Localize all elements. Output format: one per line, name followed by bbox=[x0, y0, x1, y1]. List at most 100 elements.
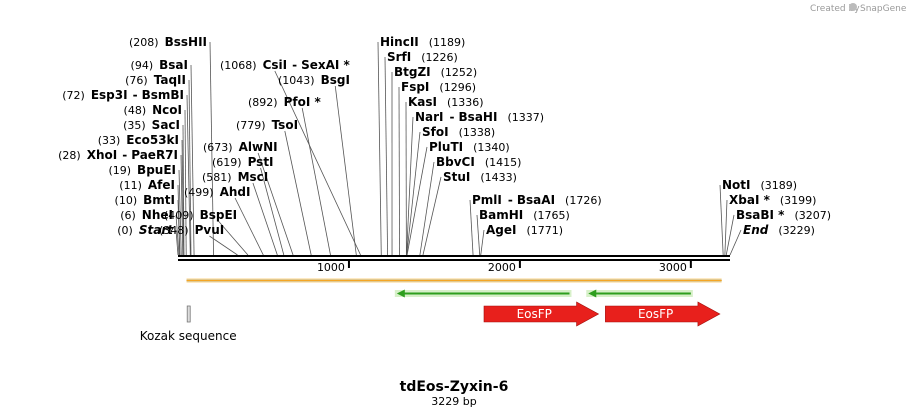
site-position: (1043) bbox=[278, 74, 315, 87]
site-position: (11) bbox=[119, 179, 142, 192]
site-position: (1415) bbox=[485, 156, 522, 169]
site-name: CsiI bbox=[263, 58, 288, 72]
site-position: (1340) bbox=[473, 141, 510, 154]
site-position: (1337) bbox=[507, 111, 544, 124]
site-noti: NotI(3189) bbox=[722, 178, 797, 192]
plasmid-length: 3229 bp bbox=[431, 395, 476, 408]
site-leader bbox=[406, 131, 421, 256]
ruler-tick-label: 2000 bbox=[488, 261, 516, 274]
site-leader bbox=[469, 199, 474, 256]
site-name: AgeI bbox=[486, 223, 516, 237]
site-name: SacI bbox=[152, 118, 180, 132]
site-name: NheI bbox=[142, 208, 173, 222]
site-leader bbox=[180, 154, 184, 256]
features: EosFP EosFP Kozak sequence bbox=[140, 278, 722, 343]
feature-kozak: Kozak sequence bbox=[140, 305, 237, 343]
site-leader bbox=[209, 235, 238, 256]
site-bpuei: BpuEI(19) bbox=[108, 163, 176, 177]
arrow-left-icon bbox=[396, 289, 405, 298]
site-name-separator: - bbox=[508, 193, 513, 207]
site-srfi: SrfI (1226) bbox=[387, 50, 458, 64]
site-leader bbox=[301, 107, 331, 256]
site-position: (33) bbox=[98, 134, 121, 147]
site-position: (3207) bbox=[794, 209, 831, 222]
site-name: TaqII bbox=[154, 73, 186, 87]
site-position: (1068) bbox=[220, 59, 257, 72]
site-btgzi: BtgZI(1252) bbox=[394, 65, 477, 79]
site-position: (1765) bbox=[533, 209, 570, 222]
site-bspei: (409)BspEI bbox=[164, 208, 237, 222]
site-leader bbox=[274, 70, 361, 256]
site-position: (499) bbox=[184, 186, 214, 199]
arrow-left-icon bbox=[588, 289, 597, 298]
site-leader bbox=[175, 229, 179, 256]
site-name: PmlI bbox=[472, 193, 502, 207]
site-name: BpuEI bbox=[137, 163, 176, 177]
ruler-tick-label: 1000 bbox=[317, 261, 345, 274]
site-leader bbox=[384, 56, 388, 256]
site-position: (1252) bbox=[441, 66, 478, 79]
feature-label: EosFP bbox=[638, 307, 673, 321]
site-sfoi: SfoI(1338) bbox=[422, 125, 495, 139]
site-leader bbox=[334, 85, 357, 256]
site-leader bbox=[719, 184, 724, 256]
site-position: (1226) bbox=[421, 51, 458, 64]
site-name: AfeI bbox=[148, 178, 175, 192]
site-position: (779) bbox=[236, 119, 266, 132]
site-name: MscI bbox=[238, 170, 269, 184]
site-position: (892) bbox=[248, 96, 278, 109]
site-name: Esp3I bbox=[91, 88, 128, 102]
site-end: End(3229) bbox=[743, 223, 815, 237]
site-name: HincII bbox=[380, 35, 419, 49]
site-name: Eco53kI bbox=[126, 133, 179, 147]
site-position: (0) bbox=[117, 224, 133, 237]
site-name: AhdI bbox=[220, 185, 251, 199]
site-position: (673) bbox=[203, 141, 233, 154]
site-position: (35) bbox=[123, 119, 146, 132]
site-bsgi: (1043) BsgI bbox=[278, 73, 350, 87]
site-name: BbvCI bbox=[436, 155, 475, 169]
site-position: (409) bbox=[164, 209, 194, 222]
feature-eosfp-2: EosFP bbox=[605, 301, 721, 327]
site-position: (1338) bbox=[459, 126, 496, 139]
site-leader bbox=[260, 167, 285, 256]
site-leader bbox=[422, 176, 442, 256]
site-name: PvuI bbox=[195, 223, 225, 237]
ruler-tick-label: 3000 bbox=[659, 261, 687, 274]
site-tsoi: (779)TsoI bbox=[236, 118, 298, 132]
site-leader bbox=[190, 64, 195, 256]
site-leader bbox=[182, 124, 185, 256]
site-leader-lines bbox=[175, 41, 742, 256]
site-leader bbox=[181, 139, 185, 256]
site-psti: (619)PstI bbox=[212, 155, 274, 169]
site-fspi: FspI(1296) bbox=[401, 80, 476, 94]
site-position: (10) bbox=[115, 194, 138, 207]
restriction-site-labels: Start(0)NheI(6)BmtI(10)AfeI(11)BpuEI(19)… bbox=[58, 35, 831, 237]
site-position: (1726) bbox=[565, 194, 602, 207]
site-stui: StuI(1433) bbox=[443, 170, 517, 184]
site-position: (1189) bbox=[429, 36, 466, 49]
site-name-secondary: SexAI * bbox=[301, 58, 350, 72]
site-leader bbox=[480, 229, 485, 256]
site-nhei: NheI(6) bbox=[120, 208, 173, 222]
site-msci: (581)MscI bbox=[202, 170, 268, 184]
site-kasi: KasI(1336) bbox=[408, 95, 484, 109]
site-name: SrfI bbox=[387, 50, 411, 64]
site-position: (76) bbox=[125, 74, 148, 87]
feature-eosfp-1: EosFP bbox=[483, 301, 600, 327]
plasmid-name: tdEos-Zyxin-6 bbox=[400, 379, 509, 395]
site-name: BmtI bbox=[143, 193, 175, 207]
site-bsabi: BsaBI *(3207) bbox=[736, 208, 831, 222]
site-pvui: (348)PvuI bbox=[159, 223, 224, 237]
site-position: (28) bbox=[58, 149, 81, 162]
site-name: PfoI * bbox=[284, 95, 322, 109]
site-name: AlwNI bbox=[239, 140, 278, 154]
site-name-separator: - bbox=[122, 148, 127, 162]
site-name: BsgI bbox=[321, 73, 350, 87]
site-leader bbox=[284, 130, 312, 256]
site-saci: SacI (35) bbox=[123, 118, 180, 132]
site-leader bbox=[178, 169, 182, 256]
